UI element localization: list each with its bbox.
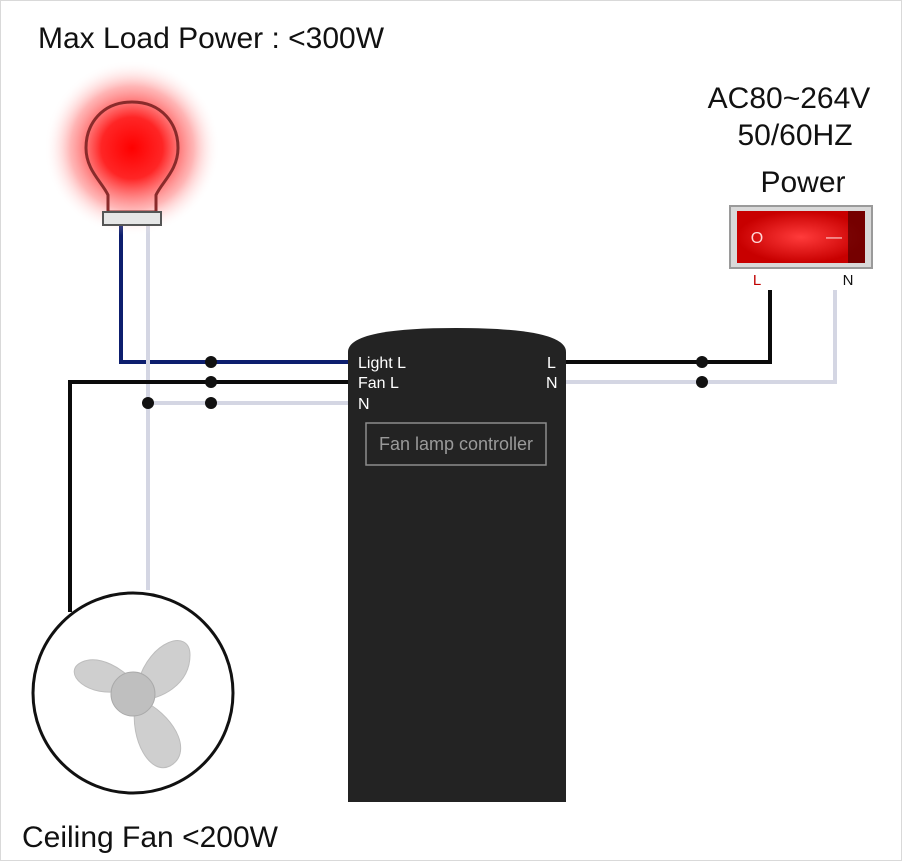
terminal-fan-l: Fan L	[358, 375, 399, 392]
junction-dot	[696, 356, 708, 368]
switch-rocker	[737, 211, 865, 263]
light-live-wire	[119, 225, 350, 364]
bulb-glow	[44, 60, 220, 236]
switch-shadow	[848, 211, 865, 263]
terminal-light-l: Light L	[358, 355, 406, 372]
max-load-label: Max Load Power : <300W	[38, 22, 385, 55]
fan-blade	[133, 701, 182, 769]
light-bulb-icon	[44, 60, 220, 236]
power-title: Power	[760, 166, 845, 199]
switch-terminal-n: N	[843, 272, 854, 289]
terminal-right-l: L	[547, 355, 556, 372]
supply-frequency: 50/60HZ	[737, 119, 852, 152]
switch-terminal-l: L	[753, 272, 761, 289]
wires	[68, 225, 837, 612]
switch-off-mark: O	[751, 230, 763, 247]
supply-voltage: AC80~264V	[708, 82, 871, 115]
rocker-switch-icon: O — L N	[729, 205, 873, 289]
fan-lamp-controller: Light L Fan L N L N Fan lamp controller	[348, 328, 566, 802]
junction-dot	[142, 397, 154, 409]
supply-live-wire	[566, 290, 772, 364]
fan-hub	[110, 671, 156, 717]
junctions	[142, 356, 708, 409]
junction-dot	[696, 376, 708, 388]
controller-body	[348, 328, 566, 802]
terminal-left-n: N	[358, 396, 370, 413]
ceiling-fan-label: Ceiling Fan <200W	[22, 821, 279, 854]
bulb-base	[102, 211, 162, 226]
fan-live-wire	[68, 380, 350, 612]
supply-neutral-wire	[566, 290, 837, 384]
ceiling-fan-icon	[31, 591, 235, 795]
junction-dot	[205, 376, 217, 388]
terminal-right-n: N	[546, 375, 558, 392]
junction-dot	[205, 356, 217, 368]
switch-on-mark: —	[826, 229, 842, 246]
controller-name-box	[365, 422, 547, 466]
junction-dot	[205, 397, 217, 409]
controller-name: Fan lamp controller	[379, 434, 533, 454]
